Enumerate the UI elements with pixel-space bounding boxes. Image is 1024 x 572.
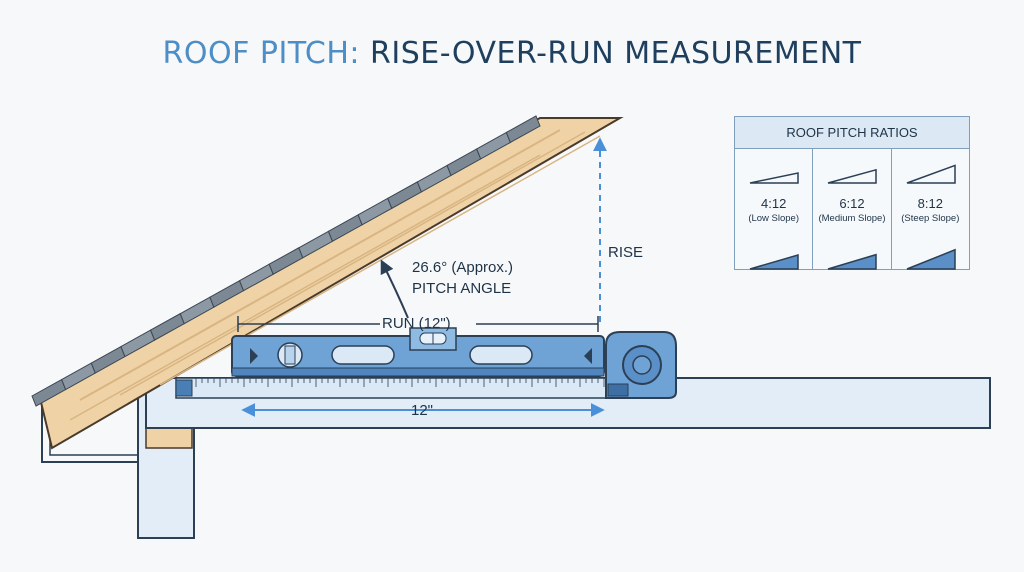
angle-arrow [380, 259, 409, 319]
legend-ratio: 4:12 [761, 196, 787, 211]
legend-item-8-12: 8:12 (Steep Slope) [892, 149, 969, 270]
slope-icon [906, 164, 956, 270]
run-dimension [237, 316, 599, 332]
shingles [31, 115, 541, 407]
tape-measure-blade [175, 377, 617, 399]
shingle [505, 115, 541, 144]
slope-icon [828, 168, 878, 270]
slope-icon [749, 172, 799, 270]
legend-item-4-12: 4:12 (Low Slope) [735, 149, 814, 270]
tape-measure-case [605, 331, 677, 399]
legend-title: ROOF PITCH RATIOS [735, 117, 969, 149]
legend-note: (Low Slope) [748, 213, 800, 224]
legend-note: (Steep Slope) [901, 213, 960, 224]
pitch-angle-label: PITCH ANGLE [412, 280, 512, 297]
rise-label: RISE [608, 244, 644, 261]
title-lead: ROOF PITCH: [162, 36, 360, 71]
pitch-ratio-legend: ROOF PITCH RATIOS 4:12 (Low Slope) 6:12 … [734, 116, 970, 270]
page-title: ROOF PITCH: RISE-OVER-RUN MEASUREMENT [0, 36, 1024, 71]
angle-value-label: 26.6° (Approx.) [412, 259, 514, 276]
title-rest: RISE-OVER-RUN MEASUREMENT [370, 36, 862, 71]
legend-ratio: 6:12 [839, 196, 865, 211]
legend-item-6-12: 6:12 (Medium Slope) [813, 149, 892, 270]
run-label: RUN (12") [382, 315, 451, 332]
legend-ratio: 8:12 [917, 196, 943, 211]
legend-note: (Medium Slope) [818, 213, 886, 224]
top-plate [145, 377, 991, 538]
spirit-level [231, 327, 605, 377]
tape-length-label: 12" [411, 402, 434, 419]
